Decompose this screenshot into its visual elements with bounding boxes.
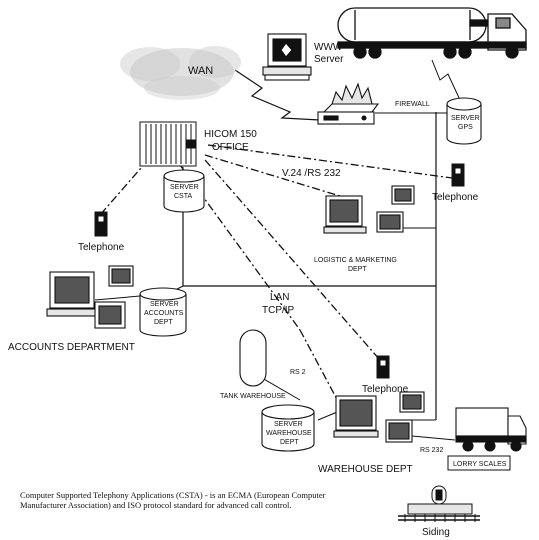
server-warehouse-label-3: DEPT	[280, 439, 299, 446]
hicom-label-1: HICOM 150	[204, 129, 257, 140]
telephone-left-icon	[94, 211, 108, 237]
server-accounts-label-1: SERVER	[150, 301, 179, 308]
line-wh-lorry	[411, 435, 456, 441]
warehouse-computer-icon	[333, 391, 425, 443]
network-lines	[94, 59, 461, 441]
tanker-truck-icon	[337, 7, 527, 59]
siding-label: Siding	[422, 527, 450, 538]
logistic-computer-icon	[323, 185, 415, 234]
v24-label: V.24 /RS 232	[282, 168, 341, 179]
server-warehouse-icon	[261, 404, 315, 452]
server-csta-label-2: CSTA	[174, 193, 192, 200]
csta-caption: Computer Supported Telephony Application…	[20, 490, 326, 510]
warehouse-label: WAREHOUSE DEPT	[318, 464, 413, 475]
tank-warehouse-icon	[239, 329, 267, 387]
server-accounts-label-2: ACCOUNTS	[144, 310, 184, 317]
server-warehouse-label-1: SERVER	[274, 421, 303, 428]
server-label: Server	[314, 54, 344, 65]
siding-icon	[398, 485, 480, 522]
line-tank-wh	[261, 377, 301, 401]
telephone-right-label: Telephone	[432, 192, 479, 203]
rs232-top-label: RS 2	[290, 369, 306, 376]
line-accounts-pc	[94, 295, 141, 301]
telephone-bottom-label: Telephone	[362, 384, 409, 395]
wan-cloud	[120, 46, 241, 100]
hicom-label-2: OFFICE	[212, 142, 249, 153]
server-gps-label-1: SERVER	[451, 115, 480, 122]
firewall-label: FIREWALL	[395, 101, 430, 108]
tank-warehouse-label: TANK WAREHOUSE	[220, 393, 286, 400]
hicom-pbx-icon	[139, 121, 197, 167]
line-hicom-telephone-bottom	[204, 159, 381, 361]
logistic-label-2: DEPT	[348, 266, 367, 273]
rs232-bottom-label: RS 232	[420, 447, 443, 454]
server-accounts-label-3: DEPT	[154, 319, 173, 326]
line-hicom-telephone-right	[207, 144, 453, 179]
lan-label: LAN	[270, 292, 289, 303]
line-hicom-tank	[299, 329, 341, 406]
server-gps-icon	[446, 97, 482, 145]
server-warehouse-label-2: WAREHOUSE	[266, 430, 312, 437]
wan-label: WAN	[188, 65, 213, 77]
telephone-right-icon	[451, 163, 465, 187]
accounts-label: ACCOUNTS DEPARTMENT	[8, 342, 135, 353]
wan-bolt-left	[234, 69, 321, 121]
logistic-label-1: LOGISTIC & MARKETING	[314, 257, 397, 264]
telephone-left-label: Telephone	[78, 242, 125, 253]
lorry-scales-icon	[447, 455, 511, 471]
accounts-computer-icon	[46, 265, 134, 329]
tcpip-label: TCP/IP	[262, 305, 295, 316]
telephone-bottom-icon	[376, 355, 390, 379]
www-server-icon	[262, 33, 312, 81]
server-csta-icon	[163, 169, 205, 213]
lorry-icon	[455, 407, 527, 452]
server-csta-label-1: SERVER	[170, 184, 199, 191]
lorry-scales-label: LORRY SCALES	[453, 461, 507, 468]
server-gps-label-2: GPS	[458, 124, 473, 131]
wan-bolt-right	[431, 59, 461, 101]
line-hicom-logistic	[204, 154, 341, 197]
firewall-icon	[317, 82, 380, 125]
server-accounts-icon	[139, 287, 187, 337]
www-label: WWW	[314, 42, 343, 53]
line-hicom-telephone-left	[99, 159, 149, 216]
